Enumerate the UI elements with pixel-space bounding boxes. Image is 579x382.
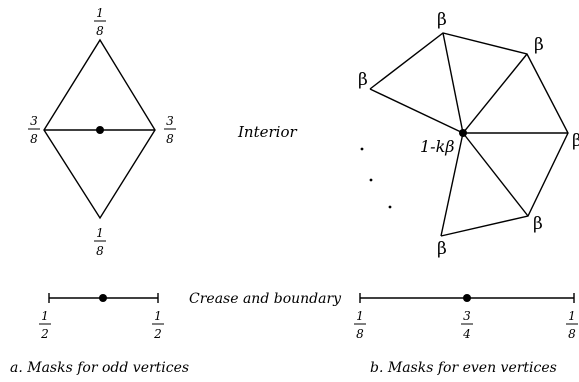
frac-num: 3: [166, 114, 174, 128]
odd-crease-dot: [99, 294, 107, 302]
frac-den: 8: [166, 132, 174, 146]
frac-num: 1: [96, 6, 104, 20]
spoke: [440, 132, 464, 237]
frac-num: 1: [154, 309, 162, 323]
beta-weight: β: [572, 131, 579, 151]
frac-crease-even-center: 3 4: [461, 309, 473, 341]
frac-crease-even-right: 1 8: [566, 309, 578, 341]
frac-num: 1: [356, 309, 364, 323]
frac-den: 4: [462, 327, 471, 341]
frac-odd-left: 3 8: [28, 114, 40, 146]
frac-den: 8: [30, 132, 38, 146]
frac-den: 8: [356, 327, 364, 341]
frac-num: 1: [41, 309, 49, 323]
frac-odd-bottom: 1 8: [94, 226, 106, 258]
beta-weight: β: [437, 239, 447, 259]
fan-outer-edges: [369, 32, 569, 237]
frac-num: 3: [30, 114, 38, 128]
odd-vertex-dot: [96, 126, 104, 134]
frac-num: 1: [96, 226, 104, 240]
frac-crease-odd-left: 1 2: [39, 309, 51, 341]
frac-den: 2: [153, 327, 162, 341]
frac-odd-top: 1 8: [94, 6, 106, 38]
even-vertex-dot: [459, 129, 467, 137]
beta-weight: β: [534, 35, 544, 55]
beta-weight: β: [358, 70, 368, 90]
frac-crease-even-left: 1 8: [354, 309, 366, 341]
frac-den: 8: [568, 327, 576, 341]
spoke: [369, 88, 464, 134]
ellipsis-dots: [360, 147, 392, 209]
spoke: [462, 53, 528, 134]
frac-crease-odd-right: 1 2: [152, 309, 164, 341]
odd-diamond: [43, 38, 156, 220]
frac-num: 3: [463, 309, 471, 323]
caption-even-vertices: b. Masks for even vertices: [370, 360, 557, 376]
spoke: [442, 32, 464, 134]
center-weight: 1-kβ: [420, 137, 455, 156]
beta-weight: β: [437, 10, 447, 30]
crease-boundary-label: Crease and boundary: [189, 291, 342, 307]
interior-label: Interior: [237, 123, 297, 141]
caption-odd-vertices: a. Masks for odd vertices: [10, 360, 189, 376]
frac-den: 2: [40, 327, 49, 341]
even-crease-dot: [463, 294, 471, 302]
beta-weight: β: [533, 214, 543, 234]
spoke: [462, 132, 529, 217]
frac-den: 8: [96, 244, 104, 258]
frac-odd-right: 3 8: [164, 114, 176, 146]
frac-den: 8: [96, 24, 104, 38]
frac-num: 1: [568, 309, 576, 323]
even-interior-mask: [369, 32, 569, 237]
